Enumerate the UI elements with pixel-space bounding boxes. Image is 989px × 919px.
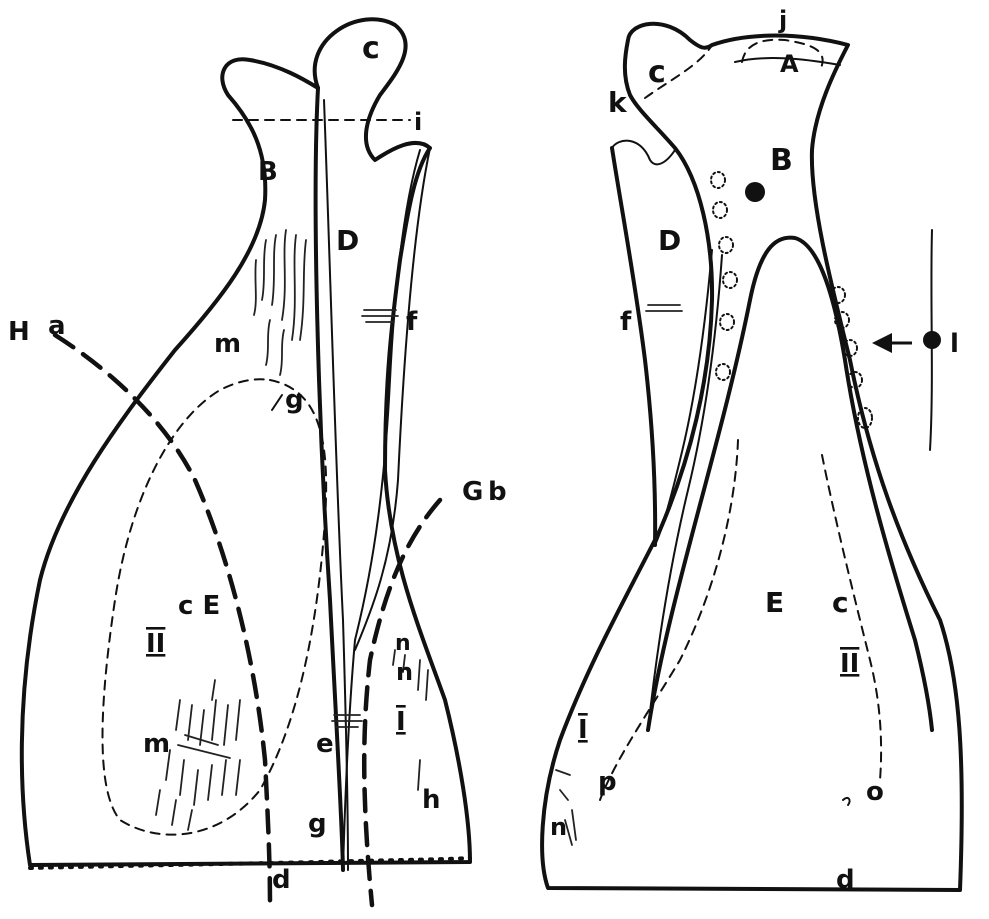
label-n-right: n (550, 813, 567, 841)
label-o: o (866, 777, 884, 807)
label-p: p (598, 767, 617, 797)
right-bone-view (542, 24, 962, 890)
label-B-right: B (770, 143, 793, 178)
left-labels: H a c i B D f m g G b II c E m n n I e h… (8, 31, 507, 895)
label-k: k (608, 86, 628, 119)
right-strip-D-top (612, 141, 675, 165)
label-II-right: II (840, 649, 859, 679)
left-bold-dashed-line-a (55, 335, 270, 905)
right-dashed-right-II (822, 455, 881, 780)
right-bone-outline (542, 24, 962, 890)
label-j: j (778, 6, 787, 34)
label-II-left: II (146, 629, 165, 659)
label-h: h (422, 785, 441, 815)
left-bone-view (22, 19, 470, 905)
right-labels: c j A k B D f l E c II I p n o d (550, 6, 959, 895)
label-m-lower: m (143, 729, 170, 759)
label-f-left: f (406, 307, 418, 337)
left-bone-outline (22, 19, 470, 865)
left-strip-right-edge2 (355, 148, 430, 650)
label-a: a (48, 311, 66, 341)
label-i: i (414, 108, 422, 136)
label-I-right: I (578, 715, 588, 745)
right-strip-D-right (655, 250, 712, 545)
label-b: b (488, 477, 507, 507)
arrow-dot-l (923, 331, 941, 349)
label-A: A (780, 50, 799, 78)
left-bold-dashed-line-b (364, 500, 440, 905)
label-D-right: D (658, 224, 681, 257)
left-g-pointer (272, 395, 282, 410)
label-g-upper: g (285, 385, 304, 415)
label-d-left: d (272, 865, 291, 895)
label-n-left-top: n (395, 631, 411, 656)
right-inner-arch (648, 238, 932, 730)
label-c-right-top: c (648, 55, 666, 90)
label-B-left: B (258, 157, 278, 187)
label-l: l (950, 329, 959, 359)
label-G: G (462, 477, 483, 507)
label-m-upper: m (214, 329, 241, 359)
left-hatching-upper (254, 230, 306, 375)
label-f-right: f (620, 307, 632, 337)
label-e: e (316, 729, 334, 759)
label-H: H (8, 317, 30, 347)
right-hatch-f (646, 305, 682, 311)
arrow-head-l (872, 333, 892, 353)
left-strip-right-edge (343, 150, 420, 870)
label-c-right: c (832, 586, 849, 619)
label-I-left: I (396, 707, 406, 737)
label-D-left: D (336, 224, 359, 257)
right-small-mark (843, 798, 850, 805)
right-pore-rings-left (711, 172, 737, 380)
label-d-right: d (836, 865, 855, 895)
right-strip-D-left (612, 148, 655, 545)
label-E-right: E (765, 586, 784, 619)
label-g-lower: g (308, 809, 327, 839)
right-foramen-dot (745, 182, 765, 202)
label-cE-left: c E (178, 591, 220, 621)
label-n-left: n (396, 658, 413, 686)
label-c-left: c (362, 31, 380, 66)
